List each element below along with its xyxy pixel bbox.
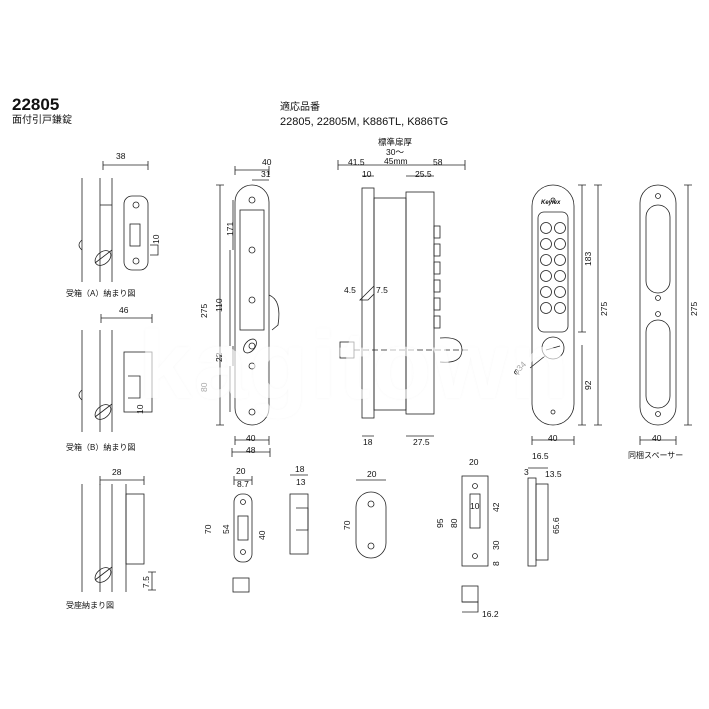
caption-strike-a: 受箱（A）納まり図 xyxy=(66,289,136,298)
dim-40c: 40 xyxy=(548,433,558,443)
lock-front-drawing xyxy=(216,166,280,457)
dim-40e: 40 xyxy=(257,530,267,540)
dim-171: 171 xyxy=(225,221,235,236)
dim-7-5b: 7.5 xyxy=(376,285,388,295)
dim-20a: 20 xyxy=(236,466,246,476)
dim-10a: 10 xyxy=(151,234,161,244)
door-thickness-range1: 30～ xyxy=(386,147,404,157)
keypad-key xyxy=(540,302,552,314)
dim-41-5: 41.5 xyxy=(348,157,365,167)
dim-13-5: 13.5 xyxy=(545,469,562,479)
dim-10d: 10 xyxy=(470,501,480,511)
keypad-key xyxy=(554,286,566,298)
dim-42: 42 xyxy=(491,502,501,512)
dim-4-5: 4.5 xyxy=(344,285,356,295)
caption-strike-plate: 受座納まり図 xyxy=(66,601,114,610)
lock-side-drawing xyxy=(337,160,470,437)
dim-40d: 40 xyxy=(652,433,662,443)
dim-65-6: 65.6 xyxy=(551,517,561,534)
strike-plate-drawing xyxy=(81,476,156,592)
keypad-front-drawing xyxy=(529,184,602,445)
dim-27-5: 27.5 xyxy=(413,437,430,447)
keypad-key xyxy=(540,286,552,298)
dim-18b: 18 xyxy=(295,464,305,474)
keypad-key xyxy=(540,238,552,250)
dim-16-2: 16.2 xyxy=(482,609,499,619)
dim-25-5: 25.5 xyxy=(415,169,432,179)
dim-58: 58 xyxy=(433,157,443,167)
dim-8-7: 8.7 xyxy=(237,479,249,489)
dim-54: 54 xyxy=(221,524,231,534)
dim-183: 183 xyxy=(583,251,593,266)
watermark: kagitown xyxy=(138,312,571,419)
dim-28: 28 xyxy=(112,467,122,477)
keypad-key xyxy=(554,254,566,266)
strike-b-drawing xyxy=(78,314,153,432)
keypad-key xyxy=(540,270,552,282)
spacer-drawing xyxy=(639,184,692,445)
caption-spacer: 同梱スペーサー xyxy=(628,451,684,460)
dim-20b: 20 xyxy=(367,469,377,479)
dim-275d: 275 xyxy=(689,301,699,316)
keypad-key xyxy=(554,222,566,234)
dim-7-5: 7.5 xyxy=(141,576,151,588)
dim-10c: 10 xyxy=(362,169,372,179)
dim-18: 18 xyxy=(363,437,373,447)
keypad-key xyxy=(540,222,552,234)
compatible-models-list: 22805, 22805M, K886TL, K886TG xyxy=(280,116,449,128)
dim-30: 30 xyxy=(491,540,501,550)
dim-38: 38 xyxy=(116,151,126,161)
strike-a-drawing xyxy=(78,161,159,282)
dim-31: 31 xyxy=(261,169,271,179)
dim-110: 110 xyxy=(214,298,224,312)
dim-275c: 275 xyxy=(599,301,609,316)
model-number: 22805 xyxy=(12,95,60,114)
dim-16-5: 16.5 xyxy=(532,451,549,461)
product-subtitle: 面付引戸鎌錠 xyxy=(12,115,72,126)
dim-48: 48 xyxy=(246,445,256,455)
dim-46: 46 xyxy=(119,305,129,315)
dim-95: 95 xyxy=(435,518,445,528)
dim-13: 13 xyxy=(296,477,306,487)
dim-8: 8 xyxy=(491,561,501,566)
dim-20c: 20 xyxy=(469,457,479,467)
keypad-key xyxy=(540,254,552,266)
keypad-key xyxy=(554,238,566,250)
compatible-models-label: 適応品番 xyxy=(280,102,320,113)
door-thickness-range2: 45mm xyxy=(384,156,408,166)
dim-3: 3 xyxy=(524,467,529,477)
bottom-parts-drawing xyxy=(232,467,549,613)
door-thickness-label: 標準扉厚 xyxy=(378,137,413,147)
dim-40a: 40 xyxy=(262,157,272,167)
dim-70a: 70 xyxy=(203,524,213,534)
caption-strike-b: 受箱（B）納まり図 xyxy=(66,443,136,452)
keypad-key xyxy=(554,302,566,314)
dim-40b: 40 xyxy=(246,433,256,443)
keypad-key xyxy=(554,270,566,282)
dim-80b: 80 xyxy=(449,518,459,528)
keypad-brand-logo: Keylex xyxy=(541,200,561,206)
dim-70b: 70 xyxy=(342,520,352,530)
